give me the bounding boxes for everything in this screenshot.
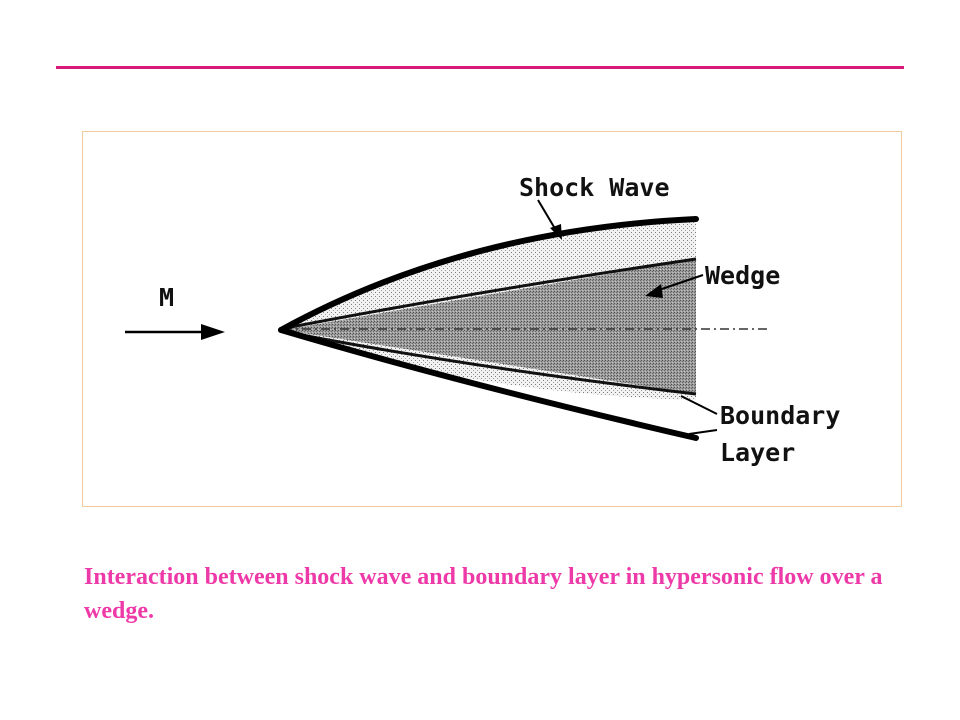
upper-shock-wave-curve <box>278 216 699 333</box>
shock-wave-label: Shock Wave <box>519 173 670 202</box>
boundary-layer-lower-leader <box>688 429 718 435</box>
freestream-arrow <box>125 324 225 340</box>
boundary-layer-upper-leader <box>680 395 718 415</box>
figure-caption: Interaction between shock wave and bound… <box>84 564 883 624</box>
wedge-leader <box>645 274 704 298</box>
shock-wave-leader <box>537 199 562 240</box>
lower-boundary-layer-edge <box>285 330 697 396</box>
boundary-label: Boundary <box>720 401 840 430</box>
shock-wedge-diagram: M Shock Wave Wedge Boundary Layer <box>125 173 840 467</box>
lower-shock-wave-curve <box>278 327 699 441</box>
wedge-label: Wedge <box>705 261 780 290</box>
figure-frame: M Shock Wave Wedge Boundary Layer <box>82 131 902 507</box>
upper-boundary-layer-edge <box>285 257 697 330</box>
layer-label: Layer <box>720 438 795 467</box>
title-divider-line <box>56 66 904 69</box>
mach-number-label: M <box>159 283 174 312</box>
wedge-region <box>283 259 696 394</box>
